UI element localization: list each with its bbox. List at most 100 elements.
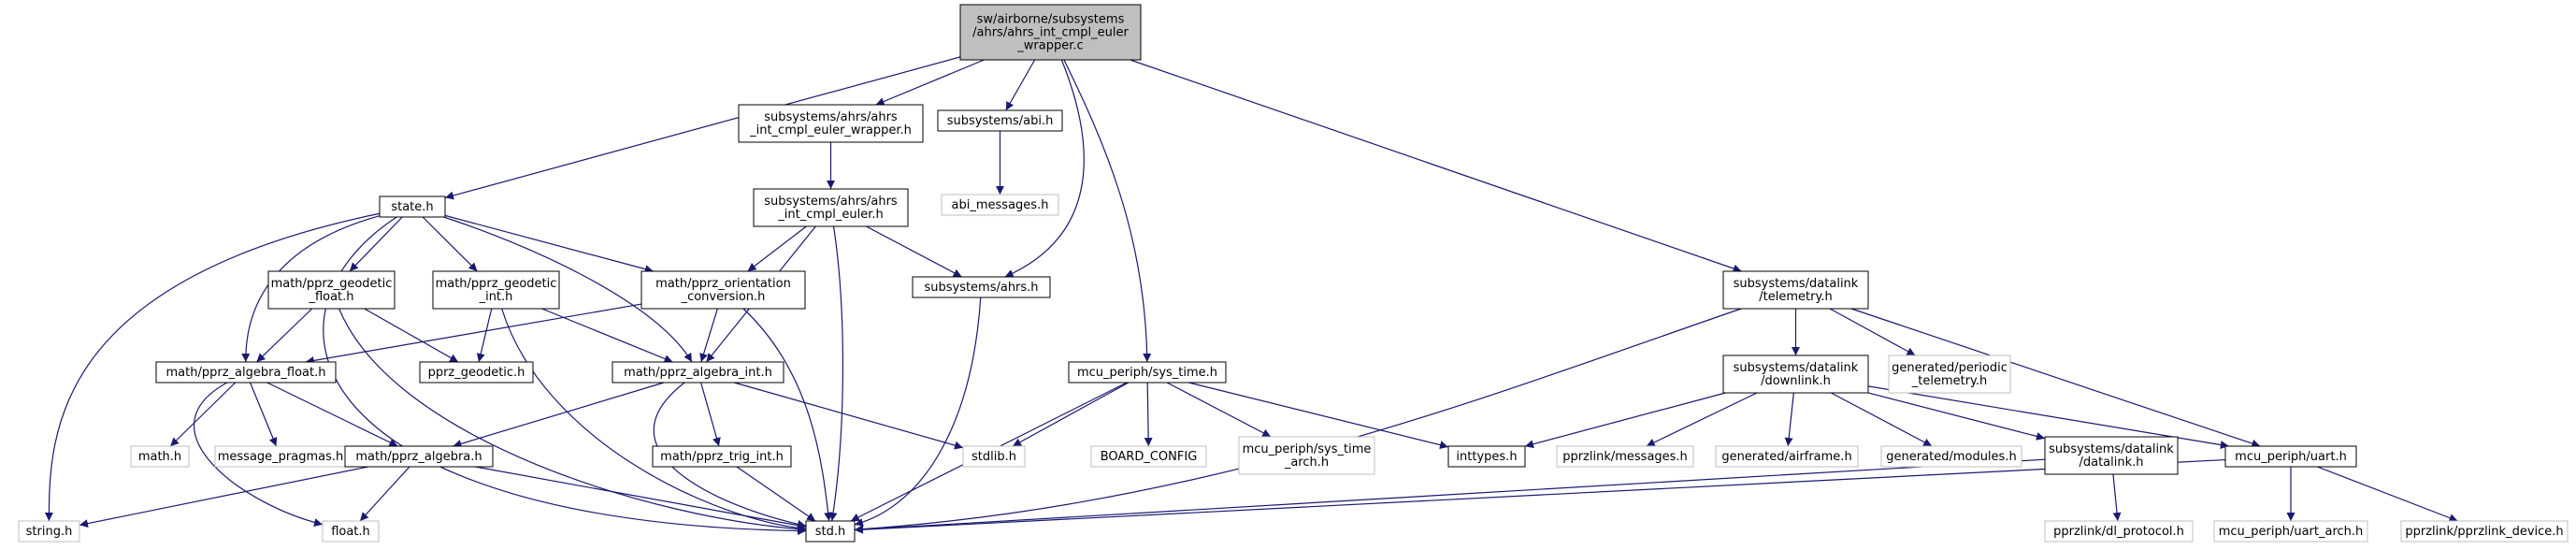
node-ahrs-wrapper-h[interactable]: subsystems/ahrs/ahrs_int_cmpl_euler_wrap… <box>738 104 924 143</box>
include-edge-algebra_int_h-to-std_h <box>653 382 807 528</box>
include-edge-sys_time_h-to-stdlib_h <box>1012 382 1130 447</box>
include-edge-state_h-to-algebra_int_h <box>443 216 693 363</box>
node-algebra-float-h[interactable]: math/pprz_algebra_float.h <box>155 361 337 384</box>
node-box <box>419 361 534 384</box>
include-edge-state_h-to-string_h <box>44 212 381 522</box>
node-state-h[interactable]: state.h <box>379 195 446 218</box>
include-edge-uart_h-to-std_h <box>854 458 2226 534</box>
node-float-h: float.h <box>322 520 380 543</box>
node-stdlib-h: stdlib.h <box>962 445 1026 468</box>
node-label-line: pprzlink/pprzlink_device.h <box>2405 525 2563 539</box>
node-geodetic-float-h[interactable]: math/pprz_geodetic_float.h <box>267 270 396 310</box>
node-std-h[interactable]: std.h <box>805 520 856 543</box>
node-label-line: _conversion.h <box>681 290 766 304</box>
graph-edges <box>44 56 2458 535</box>
node-uart-arch-h: mcu_periph/uart_arch.h <box>2213 520 2368 543</box>
node-box <box>344 445 494 468</box>
node-box <box>912 276 1051 298</box>
node-box <box>1556 445 1694 468</box>
include-edge-geodetic_float_h-to-algebra_float_h <box>256 308 313 363</box>
include-edge-downlink_h-to-pprzlink_messages_h <box>1646 392 1758 447</box>
node-box <box>959 4 1142 61</box>
node-uart-h[interactable]: mcu_periph/uart.h <box>2224 445 2357 468</box>
include-edge-datalink_h-to-std_h <box>854 458 2046 534</box>
node-label-line: /datalink.h <box>2079 456 2143 470</box>
include-edge-state_h-to-std_h <box>323 216 807 535</box>
node-box <box>130 445 190 468</box>
node-label-line: generated/airframe.h <box>1721 450 1851 464</box>
node-label-line: _int_cmpl_euler_wrapper.h <box>749 123 912 138</box>
include-edge-geodetic_int_h-to-pprz_geodetic_h <box>476 308 493 363</box>
node-label-line: subsystems/abi.h <box>947 114 1054 128</box>
node-label-line: abi_messages.h <box>952 198 1049 212</box>
include-edge-uart_h-to-pprzlink_device_h <box>2317 466 2458 522</box>
node-math-h: math.h <box>130 445 190 468</box>
node-label-line: std.h <box>815 525 846 539</box>
node-label-line: /telemetry.h <box>1759 290 1832 304</box>
include-edge-state_h-to-geodetic_float_h <box>349 216 403 272</box>
node-sys-time-h[interactable]: mcu_periph/sys_time.h <box>1068 361 1227 384</box>
node-label-line: float.h <box>331 525 370 539</box>
include-edge-ahrs_cmpl_euler_h-to-ahrs_h <box>866 225 962 278</box>
node-box <box>1715 445 1859 468</box>
node-label-line: _telemetry.h <box>1911 374 1988 388</box>
node-label-line: sw/airborne/subsystems <box>977 13 1125 27</box>
node-label-line: _int_cmpl_euler.h <box>777 208 884 222</box>
node-box <box>2044 436 2179 475</box>
node-message-pragmas-h: message_pragmas.h <box>214 445 347 468</box>
node-downlink-h[interactable]: subsystems/datalink/downlink.h <box>1722 355 1869 394</box>
include-edge-telemetry_h-to-periodic_telemetry_h <box>1829 308 1916 356</box>
node-ahrs-h[interactable]: subsystems/ahrs.h <box>912 276 1051 298</box>
node-label-line: _arch.h <box>1284 456 1329 470</box>
include-edge-algebra_int_h-to-trig_int_h <box>700 382 721 447</box>
include-edge-pprz_algebra_h-to-string_h <box>79 466 368 528</box>
include-edge-sys_time_h-to-inttypes_h <box>1188 382 1449 450</box>
node-box <box>267 270 396 310</box>
node-box <box>941 194 1059 216</box>
node-board-config: BOARD_CONFIG <box>1090 445 1207 468</box>
include-edge-algebra_float_h-to-math_h <box>169 382 237 447</box>
node-inttypes-h[interactable]: inttypes.h <box>1447 445 1526 468</box>
node-label-line: subsystems/datalink <box>2049 442 2174 456</box>
node-label-line: /ahrs/ahrs_int_cmpl_euler <box>972 26 1129 40</box>
node-label-line: subsystems/datalink <box>1734 277 1859 291</box>
include-edge-geodetic_int_h-to-std_h <box>501 308 807 532</box>
node-label-line: pprz_geodetic.h <box>428 366 525 380</box>
node-label-line: stdlib.h <box>971 450 1016 464</box>
node-trig-int-h[interactable]: math/pprz_trig_int.h <box>652 445 792 468</box>
node-abi-h[interactable]: subsystems/abi.h <box>937 109 1063 132</box>
include-edge-state_h-to-geodetic_int_h <box>422 216 478 272</box>
include-edge-root-to-sys_time_h <box>1063 59 1152 363</box>
node-airframe-h: generated/airframe.h <box>1715 445 1859 468</box>
node-box <box>962 445 1026 468</box>
node-geodetic-int-h[interactable]: math/pprz_geodetic_int.h <box>432 270 560 310</box>
node-box <box>652 445 792 468</box>
node-label-line: math/pprz_geodetic <box>271 277 393 291</box>
node-ahrs-cmpl-euler-h[interactable]: subsystems/ahrs/ahrs_int_cmpl_euler.h <box>753 188 909 227</box>
include-edge-root-to-ahrs_h <box>1004 59 1085 278</box>
node-box <box>1447 445 1526 468</box>
node-label-line: message_pragmas.h <box>218 450 344 464</box>
node-label-line: string.h <box>26 525 73 539</box>
include-edge-downlink_h-to-modules_h <box>1831 392 1933 447</box>
node-orientation-conv-h[interactable]: math/pprz_orientation_conversion.h <box>640 270 806 310</box>
node-pprz-algebra-h[interactable]: math/pprz_algebra.h <box>344 445 494 468</box>
node-datalink-h[interactable]: subsystems/datalink/datalink.h <box>2044 436 2179 475</box>
node-label-line: /downlink.h <box>1761 374 1831 388</box>
include-edge-root-to-telemetry_h <box>1130 59 1742 273</box>
node-box <box>2224 445 2357 468</box>
node-label-line: pprzlink/dl_protocol.h <box>2053 525 2184 539</box>
node-label-line: mcu_periph/sys_time <box>1243 442 1372 456</box>
node-telemetry-h[interactable]: subsystems/datalink/telemetry.h <box>1722 270 1869 310</box>
node-pprz-geodetic-h[interactable]: pprz_geodetic.h <box>419 361 534 384</box>
node-sys-time-arch-h: mcu_periph/sys_time_arch.h <box>1238 436 1375 475</box>
node-root[interactable]: sw/airborne/subsystems/ahrs/ahrs_int_cmp… <box>959 4 1142 61</box>
include-edge-orientation_conv_h-to-algebra_float_h <box>305 303 642 365</box>
node-algebra-int-h[interactable]: math/pprz_algebra_int.h <box>612 361 784 384</box>
node-box <box>322 520 380 543</box>
include-edge-root-to-state_h <box>444 56 961 200</box>
node-label-line: subsystems/datalink <box>1734 361 1859 375</box>
node-abi-messages-h: abi_messages.h <box>941 194 1059 216</box>
include-edge-geodetic_float_h-to-std_h <box>338 308 807 534</box>
